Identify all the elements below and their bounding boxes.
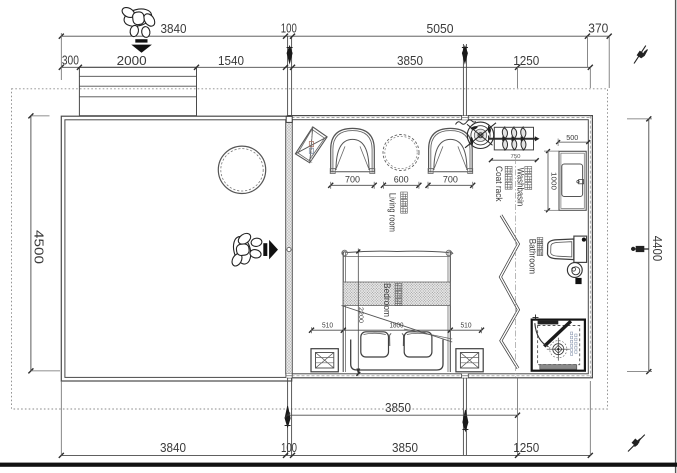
svg-text:1800: 1800 xyxy=(390,321,404,330)
svg-text:100: 100 xyxy=(281,21,297,36)
svg-text:1250: 1250 xyxy=(513,53,539,68)
svg-text:Washbasin: Washbasin xyxy=(515,168,526,207)
svg-text:510: 510 xyxy=(322,323,333,330)
svg-text:2000: 2000 xyxy=(117,53,147,68)
svg-text:3840: 3840 xyxy=(161,21,187,36)
svg-text:750: 750 xyxy=(511,154,521,160)
svg-text:2200: 2200 xyxy=(357,307,364,324)
svg-text:510: 510 xyxy=(461,323,472,330)
svg-text:5050: 5050 xyxy=(427,21,454,36)
svg-text:1540: 1540 xyxy=(218,53,244,68)
svg-text:100: 100 xyxy=(281,440,297,455)
svg-text:700: 700 xyxy=(345,175,360,185)
svg-text:4400: 4400 xyxy=(650,236,664,262)
svg-text:3840: 3840 xyxy=(160,440,186,455)
svg-text:Living room: Living room xyxy=(387,193,398,232)
svg-text:300: 300 xyxy=(62,52,79,67)
svg-text:3850: 3850 xyxy=(385,400,411,415)
svg-text:4500: 4500 xyxy=(32,230,47,264)
svg-text:3850: 3850 xyxy=(392,440,418,455)
svg-text:Bedroom: Bedroom xyxy=(381,283,392,317)
svg-text:1250: 1250 xyxy=(513,440,539,455)
svg-text:370: 370 xyxy=(588,21,608,36)
svg-text:500: 500 xyxy=(566,135,578,142)
svg-text:Coat rack: Coat rack xyxy=(493,166,504,202)
svg-text:Bathroom: Bathroom xyxy=(526,239,537,274)
svg-text:700: 700 xyxy=(443,175,458,185)
svg-text:600: 600 xyxy=(394,175,409,185)
svg-text:1000: 1000 xyxy=(550,172,557,190)
svg-text:3850: 3850 xyxy=(397,53,423,68)
